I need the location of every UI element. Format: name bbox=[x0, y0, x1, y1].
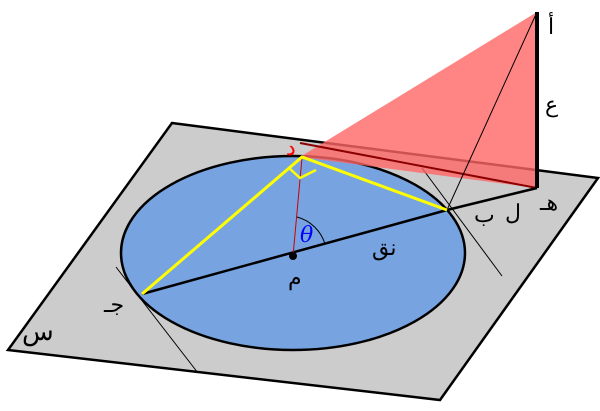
yellow-chords bbox=[141, 155, 448, 296]
diameter bbox=[141, 208, 448, 296]
label-h: هـ bbox=[539, 191, 558, 216]
label-ain: ع bbox=[545, 93, 558, 118]
theta-arc bbox=[296, 216, 326, 245]
center-point bbox=[289, 252, 297, 260]
label-m: م bbox=[288, 266, 302, 291]
label-a: أ bbox=[548, 11, 554, 40]
line-b-h bbox=[446, 186, 538, 212]
right-angle-marker bbox=[288, 167, 317, 180]
label-l: ل bbox=[505, 201, 521, 226]
label-j: جـ bbox=[103, 293, 124, 318]
red-triangle bbox=[300, 12, 537, 188]
line-a-b bbox=[446, 11, 538, 211]
label-s: س bbox=[22, 317, 54, 347]
tangent-line-b bbox=[421, 167, 503, 277]
radius-d-m bbox=[292, 157, 303, 257]
tangent-line-j bbox=[115, 266, 199, 374]
label-b: ب bbox=[474, 203, 495, 228]
label-radius: نق bbox=[372, 236, 396, 261]
label-d: د bbox=[286, 136, 296, 161]
label-theta: θ bbox=[300, 223, 313, 248]
triangle-base bbox=[299, 142, 538, 189]
